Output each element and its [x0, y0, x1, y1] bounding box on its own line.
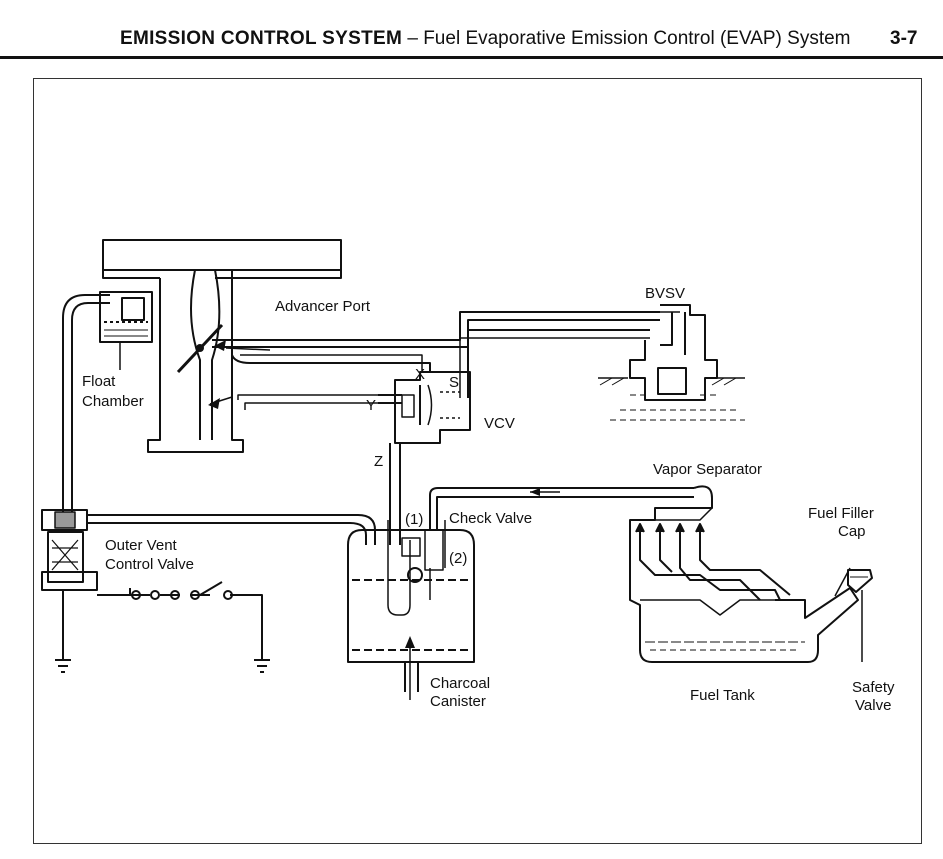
ground-symbol-right [254, 659, 270, 673]
label-chamber: Chamber [82, 393, 144, 410]
vcv-x-line [231, 348, 431, 372]
arrow-vapor-line [530, 488, 540, 496]
arrow-to-carb [208, 398, 220, 409]
ground-circuit [55, 581, 270, 673]
vcv [378, 371, 471, 444]
vent-to-canister-line [87, 514, 376, 545]
title-bold-part: EMISSION CONTROL SYSTEM [120, 28, 403, 49]
advancer-port-leader [225, 347, 271, 351]
vcv-port-y [378, 394, 402, 404]
arrow-canister-inlet [405, 636, 415, 648]
label-vapor-separator: Vapor Separator [653, 461, 762, 478]
label-s: S [449, 374, 459, 391]
label-z: Z [374, 453, 383, 470]
bvsv-to-vcv-s-line-inner [459, 337, 650, 398]
label-valve: Valve [855, 697, 891, 714]
label-bvsv: BVSV [645, 285, 685, 302]
bvsv-element [657, 367, 687, 395]
check-valve-ball [407, 567, 423, 583]
air-horn [102, 239, 342, 271]
canister-to-separator-line [429, 487, 694, 530]
page-title: EMISSION CONTROL SYSTEM – Fuel Evaporati… [120, 28, 851, 50]
outer-vent-control-valve [41, 509, 98, 591]
arrow-advancer [214, 340, 226, 351]
outer-vent-hose [62, 294, 110, 515]
label-y: Y [366, 397, 376, 414]
vcv-y-line [237, 394, 378, 410]
venturi-left [190, 269, 201, 440]
fuel-tank [629, 485, 873, 663]
figure-frame [33, 78, 922, 844]
label-charcoal: Charcoal [430, 675, 490, 692]
label-safety: Safety [852, 679, 895, 696]
fuel-filler-cap [847, 569, 873, 593]
switch-lever [199, 581, 223, 596]
label-control-valve: Control Valve [105, 556, 194, 573]
label-float: Float [82, 373, 116, 390]
canister-air-inlet [404, 662, 419, 692]
vcv-x-line-inner [240, 354, 423, 372]
label-fuel-tank: Fuel Tank [690, 687, 755, 704]
bvsv [598, 304, 745, 421]
outer-vent-hose-inner [71, 302, 110, 515]
float [121, 297, 145, 321]
float-chamber-box [99, 291, 153, 343]
ground-symbol-left [55, 659, 71, 673]
air-horn-base [102, 270, 342, 279]
title-rest-part: – Fuel Evaporative Emission Control (EVA… [402, 28, 851, 49]
label-port-1: (1) [405, 511, 423, 528]
label-advancer-port: Advancer Port [275, 298, 371, 315]
diagram-labels: BVSV Advancer Port X S Y VCV Z Float Cha… [82, 285, 895, 714]
label-canister: Canister [430, 693, 486, 710]
bvsv-to-vcv-s-line [467, 329, 650, 398]
label-outer-vent: Outer Vent [105, 537, 178, 554]
page-header: EMISSION CONTROL SYSTEM – Fuel Evaporati… [0, 0, 943, 60]
carburetor [102, 239, 342, 453]
label-port-2: (2) [449, 550, 467, 567]
label-check-valve: Check Valve [449, 510, 532, 527]
float-chamber [99, 291, 153, 370]
label-vcv: VCV [484, 415, 515, 432]
vapor-separator-pipes [635, 523, 791, 601]
flow-arrows [208, 340, 540, 648]
header-rule [0, 56, 943, 59]
label-cap: Cap [838, 523, 866, 540]
throttle-shaft [196, 344, 204, 352]
vcv-z-line [389, 443, 401, 545]
page-number: 3-7 [890, 28, 918, 49]
carb-body [147, 270, 244, 453]
charcoal-canister [347, 520, 475, 700]
label-x: X [415, 366, 425, 383]
venturi-right [211, 269, 221, 440]
fuel-lines [104, 329, 148, 337]
label-fuel-filler: Fuel Filler [808, 505, 874, 522]
